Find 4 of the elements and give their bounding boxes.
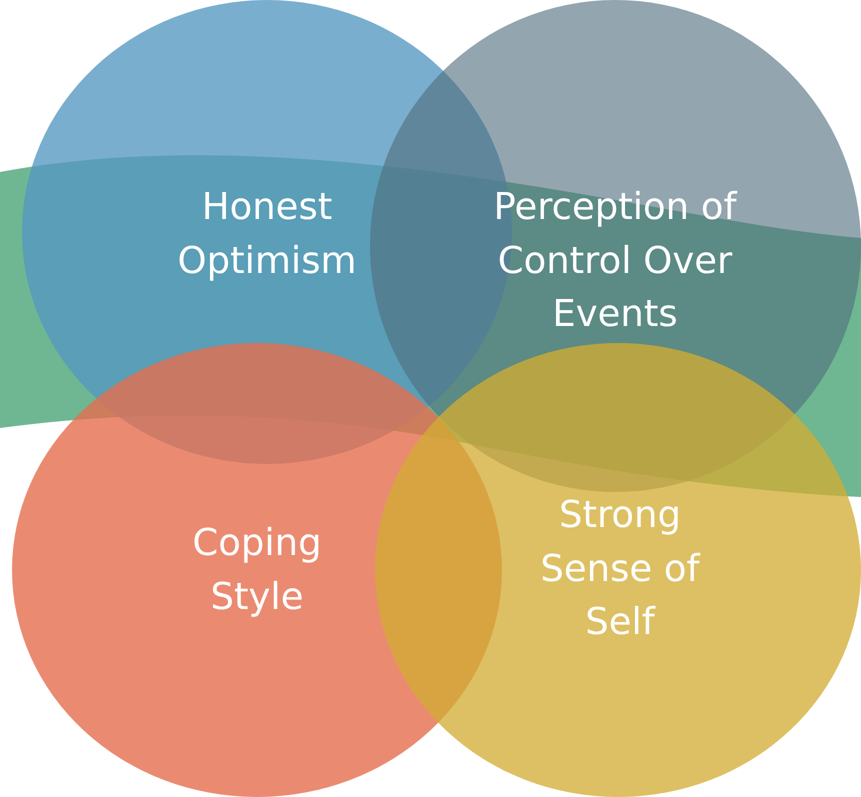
ellipse-label: Perception of Control Over Events <box>492 184 738 338</box>
ellipse-label: Coping Style <box>191 520 323 620</box>
ellipse-label: Strong Sense of Self <box>539 492 702 646</box>
ellipse-label: Honest Optimism <box>176 184 358 284</box>
